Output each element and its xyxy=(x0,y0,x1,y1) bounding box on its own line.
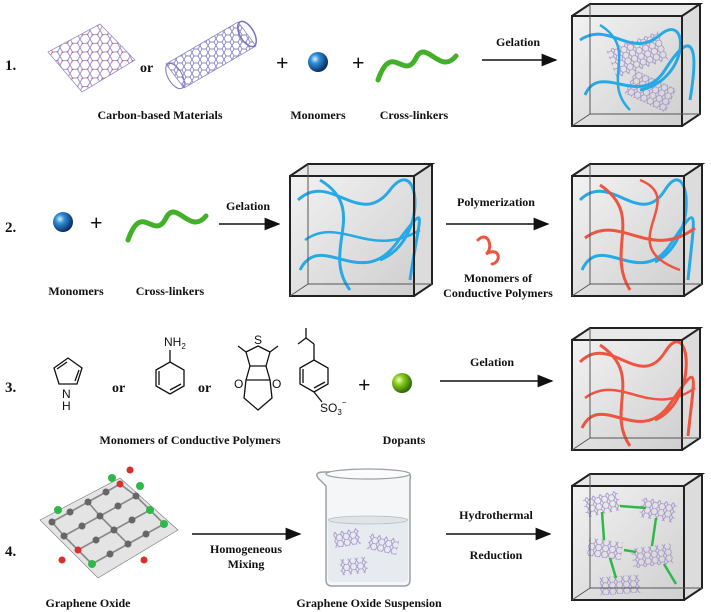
step-3: 3. N H or NH2 or S O O xyxy=(5,327,704,451)
edot-s-label: S xyxy=(254,333,262,347)
step-1-monomers-label: Monomers xyxy=(290,108,346,122)
step-1-crosslinkers-label: Cross-linkers xyxy=(380,108,449,122)
hydrogel-cube-blue xyxy=(289,163,436,297)
hydrogel-cube-carbon xyxy=(571,3,704,127)
edot-o-left-label: O xyxy=(234,377,243,391)
step-3-or-1: or xyxy=(112,381,125,396)
sulfonate-label: SO3− xyxy=(320,398,347,417)
hydrogel-cube-graphene xyxy=(571,473,706,601)
step-3-monomers-label: Monomers of Conductive Polymers xyxy=(100,433,281,447)
step-2-arrow-1-label: Gelation xyxy=(226,199,270,213)
step-2-conductive-label-1: Monomers of xyxy=(464,271,533,285)
step-2-monomer-sphere-icon xyxy=(53,212,73,232)
pyrrole-h-label: H xyxy=(62,399,71,413)
step-2-crosslinkers-label: Cross-linkers xyxy=(136,284,205,298)
carbon-nanotube-icon xyxy=(165,20,258,90)
step-4-arrow-2-label-1: Hydrothermal xyxy=(459,508,533,522)
hydrogel-cube-red xyxy=(571,327,704,451)
step-2-crosslinker-ribbon-icon xyxy=(125,209,209,243)
step-4-arrow-2-label-2: Reduction xyxy=(470,548,523,562)
aniline-structure-icon xyxy=(155,350,185,395)
step-3-number: 3. xyxy=(5,380,17,396)
step-2: 2. + Monomers Cross-linkers Gelation Pol… xyxy=(5,163,706,300)
step-2-number: 2. xyxy=(5,220,17,236)
edot-structure-icon xyxy=(237,345,279,411)
step-2-arrow-2-label: Polymerization xyxy=(457,195,535,209)
step-4-graphene-oxide-label: Graphene Oxide xyxy=(45,596,131,610)
step-1-or: or xyxy=(140,61,153,76)
step-4-suspension-label: Graphene Oxide Suspension xyxy=(296,596,442,610)
crosslinker-ribbon-icon xyxy=(375,49,459,83)
step-2-conductive-label-2: Conductive Polymers xyxy=(443,286,553,300)
step-4-number: 4. xyxy=(5,544,17,560)
monomer-sphere-icon xyxy=(308,52,328,72)
step-1-carbon-label: Carbon-based Materials xyxy=(98,108,223,122)
step-3-dopants-label: Dopants xyxy=(383,433,426,447)
step-2-monomers-label: Monomers xyxy=(48,284,104,298)
pyrrole-structure-icon xyxy=(53,357,83,385)
step-1-number: 1. xyxy=(5,58,17,74)
pyrrole-n-label: N xyxy=(62,387,71,401)
graphene-oxide-model-icon xyxy=(39,466,179,579)
step-1-plus-1: + xyxy=(276,50,289,75)
step-1-plus-2: + xyxy=(352,50,365,75)
aniline-nh2-label: NH2 xyxy=(164,335,186,351)
beaker-icon xyxy=(316,468,412,587)
conductive-monomer-ribbon-icon xyxy=(476,235,500,266)
step-4-arrow-1-label-2: Mixing xyxy=(228,557,265,571)
step-3-or-2: or xyxy=(198,381,211,396)
step-3-arrow-label: Gelation xyxy=(470,355,514,369)
step-4-arrow-1-label-1: Homogeneous xyxy=(210,542,282,556)
step-1-arrow-label: Gelation xyxy=(496,35,540,49)
dopant-sphere-icon xyxy=(392,373,412,393)
step-3-plus: + xyxy=(358,372,371,397)
styrene-sulfonate-structure-icon xyxy=(297,328,329,403)
step-1: 1. or Carbon-based Materials + Monomers … xyxy=(5,3,704,127)
hydrogel-cube-blue-red xyxy=(571,163,706,297)
step-4: 4. xyxy=(5,466,706,610)
graphene-sheet-icon xyxy=(47,23,136,93)
edot-o-right-label: O xyxy=(272,377,281,391)
step-2-plus: + xyxy=(90,210,103,235)
